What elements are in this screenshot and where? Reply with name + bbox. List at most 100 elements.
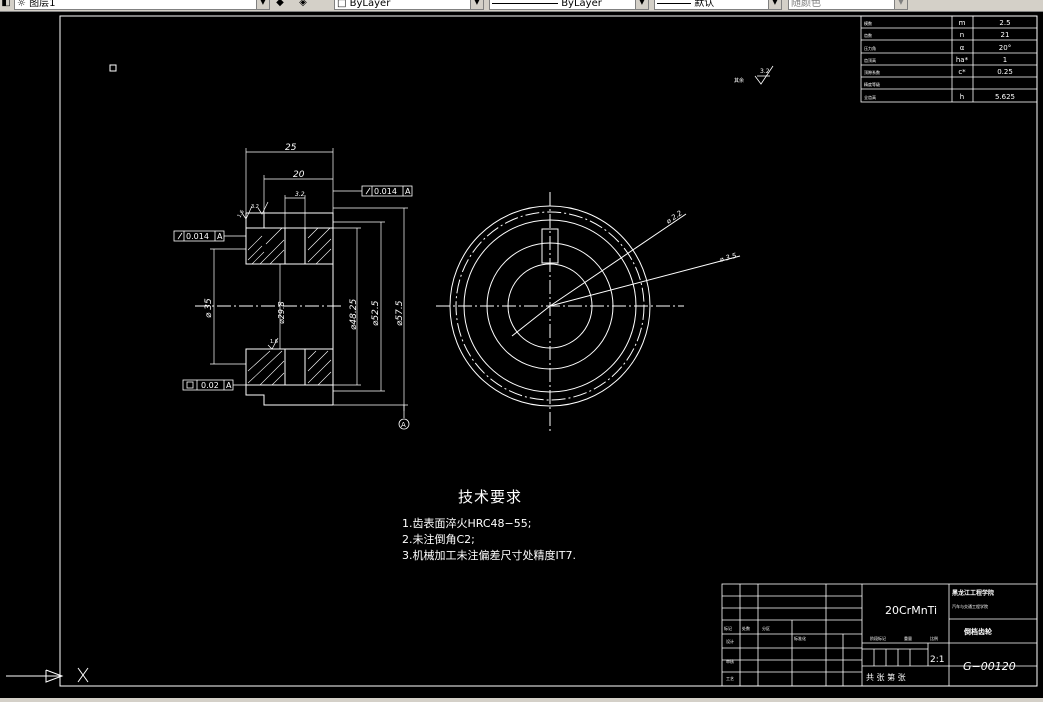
- tech-req-title: 技术要求: [458, 488, 523, 506]
- title-material: 20CrMnTi: [885, 604, 937, 617]
- title-drawing-no: G−00120: [963, 660, 1016, 673]
- roughness-c: 1.6: [270, 339, 278, 345]
- datum-letter: A: [401, 421, 406, 429]
- linetype-preview: [492, 2, 558, 4]
- vertical-dimensions: [210, 207, 408, 411]
- dim-phi57: ⌀57.5: [395, 300, 405, 326]
- keyway: [541, 228, 559, 264]
- layout-tabs-bar: [0, 698, 1043, 702]
- param-table-symbols: m n α ha* c* h: [956, 19, 969, 101]
- layer-previous-icon[interactable]: ◈: [299, 0, 307, 8]
- dim-phi-r1: ⌀ 2.2: [665, 209, 684, 226]
- row-label: 设计: [726, 638, 734, 644]
- section-hatch: [247, 227, 332, 386]
- lineweight-control-dropdown[interactable]: 默认 ▼: [654, 0, 782, 10]
- param-name: 齿数: [864, 32, 872, 38]
- layer-state-icon[interactable]: ◧: [1, 0, 11, 8]
- title-row-labels: 标记 处数 分区 设计 工艺 审核 标准化 阶段标记 重量 比例: [724, 625, 938, 681]
- layer-name: 图层1: [29, 0, 56, 9]
- datum-symbol: [398, 405, 410, 430]
- general-roughness-symbol: [754, 65, 774, 85]
- gtol-datum-left: A: [217, 232, 223, 241]
- param-value: 0.25: [997, 68, 1013, 76]
- gtol-datum-top: A: [405, 187, 411, 196]
- param-value: 1: [1003, 56, 1007, 64]
- param-table: [860, 15, 1038, 103]
- horizontal-dimensions: [245, 148, 334, 228]
- dim-phi48: ⌀48.25: [349, 299, 359, 330]
- color-control-dropdown[interactable]: □ ByLayer ▼: [334, 0, 484, 10]
- gtol-value-bottom: 0.02: [201, 381, 219, 390]
- param-value: 5.625: [995, 93, 1015, 101]
- gtol-datum-bottom: A: [226, 381, 232, 390]
- dim-phi52: ⌀52.5: [371, 300, 381, 326]
- param-symbol: m: [959, 19, 966, 27]
- grip-marker[interactable]: [109, 64, 117, 72]
- row-label: 处数: [742, 625, 750, 631]
- param-symbol: c*: [958, 68, 966, 76]
- row-label: 阶段标记: [870, 635, 886, 641]
- gtol-frame-left: [173, 230, 246, 242]
- chevron-down-icon[interactable]: ▼: [256, 0, 269, 9]
- title-scale: 2:1: [930, 655, 944, 665]
- plotstyle-control-dropdown[interactable]: 随颜色 ▼: [788, 0, 908, 10]
- dim-phi29: ⌀29.8: [277, 301, 286, 324]
- gtol-frame-top: [333, 185, 413, 197]
- param-value: 21: [1001, 31, 1010, 39]
- general-roughness-value: 3.2: [760, 68, 770, 75]
- dim-phi35: ⌀ 35: [204, 298, 214, 318]
- dim-phi-r2: ⌀ 3.5: [718, 252, 738, 264]
- gtol-frame-bottom: [182, 379, 246, 391]
- row-label: 审核: [726, 658, 734, 664]
- row-label: 标记: [724, 625, 732, 631]
- param-symbol: α: [960, 44, 965, 52]
- ucs-icon: [6, 667, 89, 683]
- drawing-canvas[interactable]: 模数 齿数 压力角 齿顶高 顶隙系数 精度等级 全齿高 m n α ha* c*…: [0, 12, 1043, 698]
- chevron-down-icon[interactable]: ▼: [635, 0, 648, 9]
- gtol-value-left: 0.014: [186, 232, 209, 241]
- roughness-symbols: [241, 201, 279, 350]
- drawing-svg: 模数 齿数 压力角 齿顶高 顶隙系数 精度等级 全齿高 m n α ha* c*…: [6, 15, 1038, 687]
- row-label: 分区: [762, 625, 770, 631]
- param-value: 20°: [999, 44, 1011, 52]
- title-sheets: 共 张 第 张: [866, 672, 906, 682]
- title-school: 黑龙江工程学院: [952, 589, 994, 597]
- make-current-layer-icon[interactable]: ◆: [276, 0, 284, 8]
- param-symbol: h: [960, 93, 964, 101]
- chevron-down-icon[interactable]: ▼: [470, 0, 483, 9]
- gtol-value-top: 0.014: [374, 187, 397, 196]
- layer-dropdown[interactable]: ☼ 图层1 ▼: [14, 0, 270, 10]
- plotstyle-control-label: 随颜色: [791, 0, 821, 9]
- param-table-values: 2.5 21 20° 1 0.25 5.625: [995, 19, 1015, 101]
- tech-req-line-3: 3.机械加工未注偏差尺寸处精度IT7.: [402, 549, 576, 562]
- lineweight-control-label: 默认: [694, 0, 715, 9]
- dim-3: 3.2: [295, 191, 305, 198]
- param-name: 精度等级: [864, 81, 880, 87]
- param-name: 压力角: [864, 45, 876, 51]
- roughness-a: 1.6: [237, 209, 246, 219]
- param-name: 齿顶高: [864, 57, 876, 63]
- dim-25: 25: [285, 143, 297, 153]
- tech-req-line-1: 1.齿表面淬火HRC48−55;: [402, 517, 532, 530]
- param-name: 顶隙系数: [864, 69, 880, 75]
- title-part-name: 倒档齿轮: [963, 627, 992, 636]
- dim-20: 20: [293, 170, 305, 180]
- layer-bulb-icon: ☼: [17, 0, 26, 9]
- roughness-b: 3.2: [251, 204, 259, 210]
- title-block: [721, 583, 1038, 687]
- chevron-down-icon[interactable]: ▼: [768, 0, 781, 9]
- properties-toolbar: ◧ ☼ 图层1 ▼ ◆ ◈ □ ByLayer ▼ ByLayer ▼ 默认 ▼…: [0, 0, 1043, 12]
- section-view: [195, 212, 343, 406]
- drawing-border: [59, 15, 1038, 687]
- param-symbol: ha*: [956, 56, 969, 64]
- lineweight-preview: [657, 2, 691, 4]
- param-name: 全齿高: [864, 94, 876, 100]
- param-value: 2.5: [999, 19, 1010, 27]
- tech-req-line-2: 2.未注倒角C2;: [402, 533, 475, 546]
- param-name: 模数: [864, 20, 872, 26]
- row-label: 重量: [904, 635, 912, 641]
- color-control-label: ByLayer: [349, 0, 391, 9]
- other-label: 其余: [734, 77, 744, 84]
- linetype-control-dropdown[interactable]: ByLayer ▼: [489, 0, 649, 10]
- front-view: [436, 192, 741, 432]
